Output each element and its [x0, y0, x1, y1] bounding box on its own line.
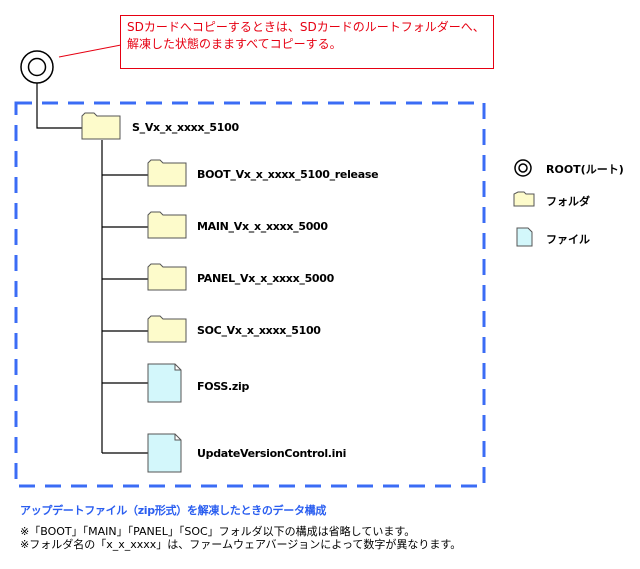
callout-line-2: 解凍した状態のまますべてコピーする。 [127, 37, 342, 51]
tree-item-label: BOOT_Vx_x_xxxx_5100_release [197, 168, 379, 181]
file-icon [147, 363, 182, 403]
legend-root-icon [514, 159, 532, 177]
tree-connectors [36, 83, 148, 454]
legend-folder-label: フォルダ [546, 195, 590, 208]
callout-pointer [58, 44, 122, 58]
folder-icon [147, 211, 187, 239]
diagram-caption: アップデートファイル（zip形式）を解凍したときのデータ構成 [20, 504, 327, 517]
root-icon [20, 50, 54, 84]
file-icon [147, 433, 182, 473]
archive-contents-box [14, 101, 486, 488]
copy-instruction-callout: SDカードへコピーするときは、SDカードのルートフォルダーへ、 解凍した状態のま… [120, 15, 494, 69]
tree-item-label: PANEL_Vx_x_xxxx_5000 [197, 272, 334, 285]
legend-folder-icon [513, 191, 535, 207]
callout-line-1: SDカードへコピーするときは、SDカードのルートフォルダーへ、 [127, 20, 485, 34]
root-folder-icon [81, 112, 121, 140]
tree-item-label: UpdateVersionControl.ini [197, 447, 347, 460]
tree-item-label: FOSS.zip [197, 380, 250, 393]
legend-root-label: ROOT(ルート) [546, 163, 624, 176]
note-2: ※フォルダ名の「x_x_xxxx」は、ファームウェアバージョンによって数字が異な… [20, 538, 462, 551]
tree-item-label: SOC_Vx_x_xxxx_5100 [197, 324, 321, 337]
note-1: ※「BOOT」「MAIN」「PANEL」「SOC」フォルダ以下の構成は省略してい… [20, 525, 416, 538]
legend-file-label: ファイル [546, 233, 590, 246]
legend-file-icon [516, 227, 533, 247]
folder-icon [147, 315, 187, 343]
folder-icon [147, 263, 187, 291]
root-folder-label: S_Vx_x_xxxx_5100 [132, 121, 239, 134]
tree-item-label: MAIN_Vx_x_xxxx_5000 [197, 220, 328, 233]
folder-icon [147, 159, 187, 187]
